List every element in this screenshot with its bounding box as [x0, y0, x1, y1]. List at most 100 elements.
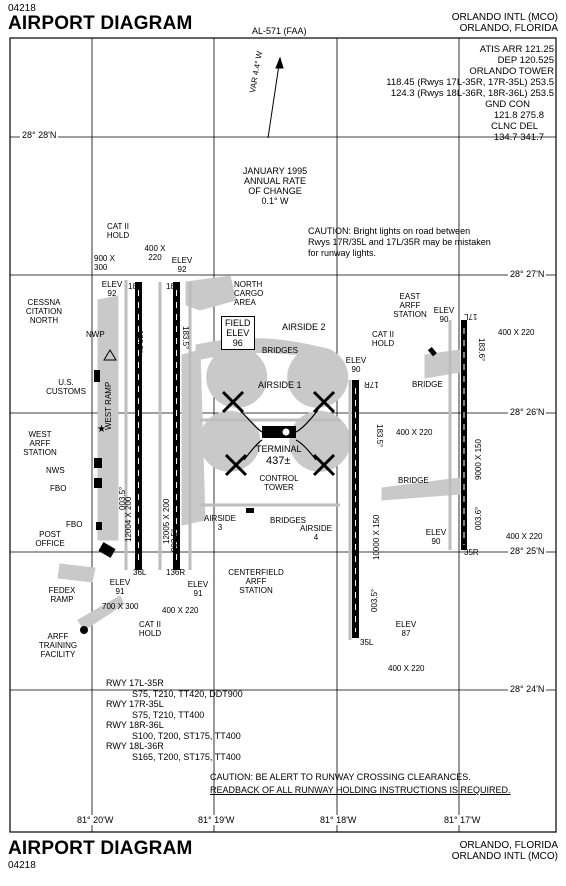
- bridges-bottom-label: BRIDGES: [270, 516, 307, 525]
- rwy-36r-label: 136R: [166, 568, 186, 577]
- east-arff-station: EAST ARFF STATION: [393, 292, 427, 319]
- lon-8117: 81° 17'W: [442, 815, 483, 825]
- dim-400x220-e1: 400 X 220: [498, 328, 535, 337]
- lon-8120: 81° 20'W: [75, 815, 116, 825]
- fbo-building-2: [96, 522, 102, 530]
- caution-lights-2: Rwys 17R/35L and 17L/35R may be mistaken: [308, 237, 491, 247]
- hdg-183-18l: 183.5°: [181, 326, 190, 350]
- caution-crossing-note: CAUTION: BE ALERT TO RUNWAY CROSSING CLE…: [210, 771, 555, 797]
- field-elevation-box: FIELD ELEV 96: [221, 316, 255, 350]
- cat2-bottom-l2: HOLD: [138, 629, 162, 638]
- tower-freq-1: 118.45 (Rwys 17L-35R, 17R-35L) 253.5: [386, 77, 554, 88]
- airport-name-top: ORLANDO INTL (MCO): [451, 12, 558, 23]
- elev-91-a: ELEV 91: [108, 578, 132, 596]
- elev-left-value: 92: [107, 289, 117, 298]
- airside4-label: AIRSIDE 4: [299, 524, 332, 542]
- rwy-strength-18l: RWY 18L-36R S165, T200, ST175, TT400: [106, 741, 326, 762]
- hdg-183-18r: 183.5°: [135, 330, 144, 354]
- elev-90-a-value: 90: [439, 315, 449, 324]
- cat2-hold-bottom: CAT II HOLD: [130, 620, 170, 638]
- var-arrow-shaft: [267, 57, 281, 139]
- north-cargo-area: NORTH CARGO AREA: [234, 280, 264, 307]
- terminal-label: TERMINAL: [256, 444, 302, 454]
- fedex-ramp-pavement: [57, 563, 96, 583]
- terminal-elevation: 437±: [266, 455, 291, 467]
- hdg-183-17l: 183.6°: [477, 338, 486, 362]
- rwy-17l-label: 17L: [464, 312, 478, 321]
- rwy-strength-17r: RWY 17R-35L S75, T210, TT400: [106, 699, 326, 720]
- north-cargo-pavement: [185, 275, 237, 311]
- rwy-strength-18l-name: RWY 18L-36R: [106, 741, 164, 751]
- east-connector-pavement: [424, 349, 461, 379]
- elev-90-c: ELEV 90: [424, 528, 448, 546]
- tower-freq-2: 124.3 (Rwys 18L-36R, 18R-36L) 253.5: [390, 88, 554, 99]
- dim-400x220-e3: 400 X 220: [506, 532, 543, 541]
- customs-building: [94, 370, 100, 382]
- airport-name-bottom: ORLANDO INTL (MCO): [451, 851, 558, 862]
- control-tower: CONTROL TOWER: [259, 474, 299, 492]
- dim-400x220-top-l2: 220: [148, 253, 162, 262]
- rwy-35l-label: 35L: [360, 638, 374, 647]
- west-ramp-label: WEST RAMP: [104, 381, 113, 430]
- airside3-label: AIRSIDE 3: [203, 514, 236, 532]
- terminal-connectors: [239, 409, 319, 461]
- elev-92-top: ELEV 92: [170, 256, 194, 274]
- dim-900x300: 900 X 300: [94, 254, 115, 272]
- nwp-symbol: [103, 349, 117, 361]
- southeast-connector-pavement: [381, 477, 461, 501]
- rwy-strength-18r: RWY 18R-36L S100, T200, ST175, TT400: [106, 720, 326, 741]
- cat2-bottom-l1: CAT II: [139, 620, 161, 629]
- rwy-18r-label: 18R: [128, 282, 143, 291]
- dim-400x220-top: 400 X 220: [140, 244, 170, 262]
- centerfield-arff-building: [246, 508, 254, 513]
- lat-2828: 28° 28'N: [20, 130, 59, 140]
- field-elev-l1: FIELD: [225, 318, 251, 328]
- atis-arr: ATIS ARR 121.25: [479, 44, 554, 55]
- caution-crossing-2: READBACK OF ALL RUNWAY HOLDING INSTRUCTI…: [210, 785, 511, 795]
- caution-lights-1: CAUTION: Bright lights on road between: [308, 226, 471, 236]
- taxiways: [124, 280, 452, 640]
- runway-strength-list: RWY 17L-35R S75, T210, TT420, DDT900 RWY…: [106, 678, 326, 762]
- bridge-se-label: BRIDGE: [398, 476, 429, 485]
- connector-airside2: [295, 409, 319, 433]
- lon-8118: 81° 18'W: [318, 815, 359, 825]
- lon-8119: 81° 19'W: [196, 815, 237, 825]
- rwy-strength-17r-values: S75, T210, TT400: [132, 709, 205, 720]
- terminal-symbol: [281, 427, 291, 437]
- cat2-east-l2: HOLD: [371, 339, 395, 348]
- lat-2824: 28° 24'N: [508, 684, 547, 694]
- rwy-strength-18r-name: RWY 18R-36L: [106, 720, 164, 730]
- fbo-label-1: FBO: [50, 484, 67, 493]
- elev-87-word: ELEV: [395, 620, 417, 629]
- title-top: AIRPORT DIAGRAM: [8, 13, 193, 34]
- bridge-east-label: BRIDGE: [412, 380, 443, 389]
- elev-90-a: ELEV 90: [432, 306, 456, 324]
- caution-lights-note: CAUTION: Bright lights on road between R…: [308, 226, 548, 259]
- dim-400x220-top-l1: 400 X: [144, 244, 166, 253]
- caution-lights-3: for runway lights.: [308, 248, 377, 258]
- doc-number-top: 04218: [8, 3, 36, 14]
- elev-91-a-value: 91: [115, 587, 125, 596]
- hdg-183-17r: 183.5°: [375, 424, 384, 448]
- dim-400x220-bottom: 400 X 220: [162, 606, 199, 615]
- cat2-top-line1: CAT II: [107, 222, 129, 231]
- elev-left-word: ELEV: [101, 280, 123, 289]
- rwy-36l-label: 36L: [133, 568, 147, 577]
- centerfield-arff-station: CENTERFIELD ARFF STATION: [228, 568, 284, 595]
- hdg-003-18l: 003.5°: [170, 528, 179, 552]
- magnetic-variation-arrow: [267, 56, 284, 139]
- airside-gates: [221, 390, 336, 477]
- nwp-label: NWP: [86, 330, 105, 339]
- elev-91-b: ELEV 91: [186, 580, 210, 598]
- runway-centerlines: [138, 290, 465, 632]
- terminal-building: [262, 426, 296, 438]
- arff-training-facility: ARFF TRAINING FACILITY: [38, 632, 78, 659]
- rwy-strength-17l-name: RWY 17L-35R: [106, 678, 164, 688]
- city-bottom: ORLANDO, FLORIDA: [459, 840, 558, 851]
- bridges-top-label: BRIDGES: [262, 346, 299, 355]
- chart-id: AL-571 (FAA): [252, 26, 307, 36]
- cat2-hold-east: CAT II HOLD: [366, 330, 400, 348]
- airside1-gate-b: [221, 390, 245, 414]
- airside2-apron: [287, 346, 349, 408]
